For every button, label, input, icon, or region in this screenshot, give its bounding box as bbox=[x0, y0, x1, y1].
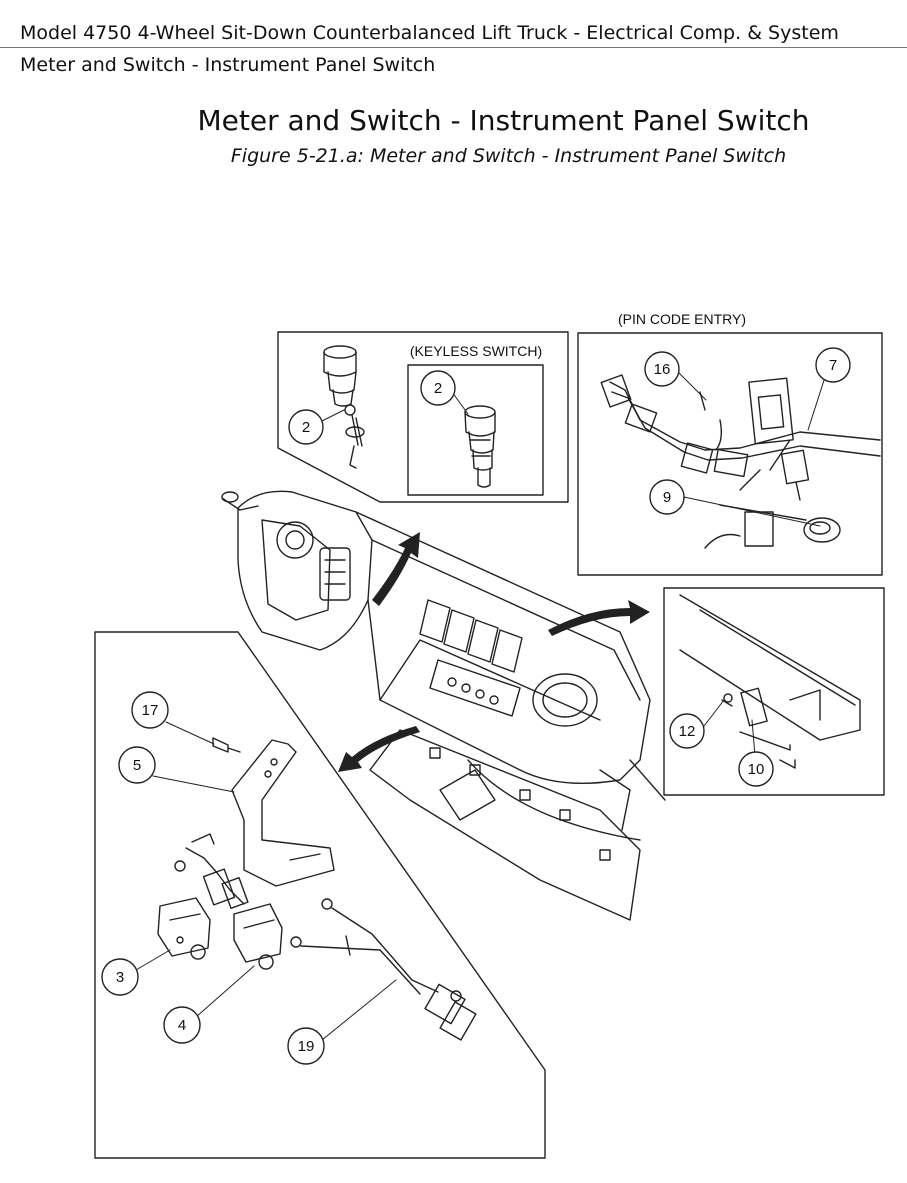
callout-12: 12 bbox=[679, 723, 696, 740]
callout-10: 10 bbox=[748, 761, 765, 778]
callout-4: 4 bbox=[178, 1017, 186, 1034]
callout-7: 7 bbox=[829, 357, 837, 374]
key-switch-part bbox=[323, 345, 365, 469]
document-title: Model 4750 4-Wheel Sit-Down Counterbalan… bbox=[20, 22, 839, 44]
callout-leader-lines bbox=[135, 369, 827, 1041]
pin-code-entry-panel bbox=[577, 332, 883, 576]
callout-3: 3 bbox=[116, 969, 124, 986]
direction-arrows bbox=[338, 532, 650, 772]
switch-bracket-detail-panel bbox=[94, 631, 546, 1159]
figure-caption: Figure 5-21.a: Meter and Switch - Instru… bbox=[230, 145, 787, 167]
instrument-panel-assembly bbox=[221, 490, 666, 921]
callout-2-key-switch: 2 bbox=[302, 419, 310, 436]
keyless-switch-label: (KEYLESS SWITCH) bbox=[410, 343, 542, 359]
key-switch-detail-panel bbox=[277, 331, 569, 503]
callout-9: 9 bbox=[663, 489, 671, 506]
callout-2-keyless-switch: 2 bbox=[434, 380, 442, 397]
figure-title: Meter and Switch - Instrument Panel Swit… bbox=[197, 104, 810, 137]
callout-19: 19 bbox=[298, 1038, 315, 1055]
callout-17: 17 bbox=[142, 702, 159, 719]
header-divider bbox=[0, 47, 907, 48]
keyless-switch-part bbox=[464, 405, 496, 488]
callout-circles bbox=[101, 347, 851, 1065]
chassis-switch-detail-panel bbox=[663, 587, 885, 796]
pin-code-entry-label: (PIN CODE ENTRY) bbox=[618, 311, 746, 327]
callout-16: 16 bbox=[654, 361, 671, 378]
callout-5: 5 bbox=[133, 757, 141, 774]
document-subtitle: Meter and Switch - Instrument Panel Swit… bbox=[20, 54, 436, 76]
